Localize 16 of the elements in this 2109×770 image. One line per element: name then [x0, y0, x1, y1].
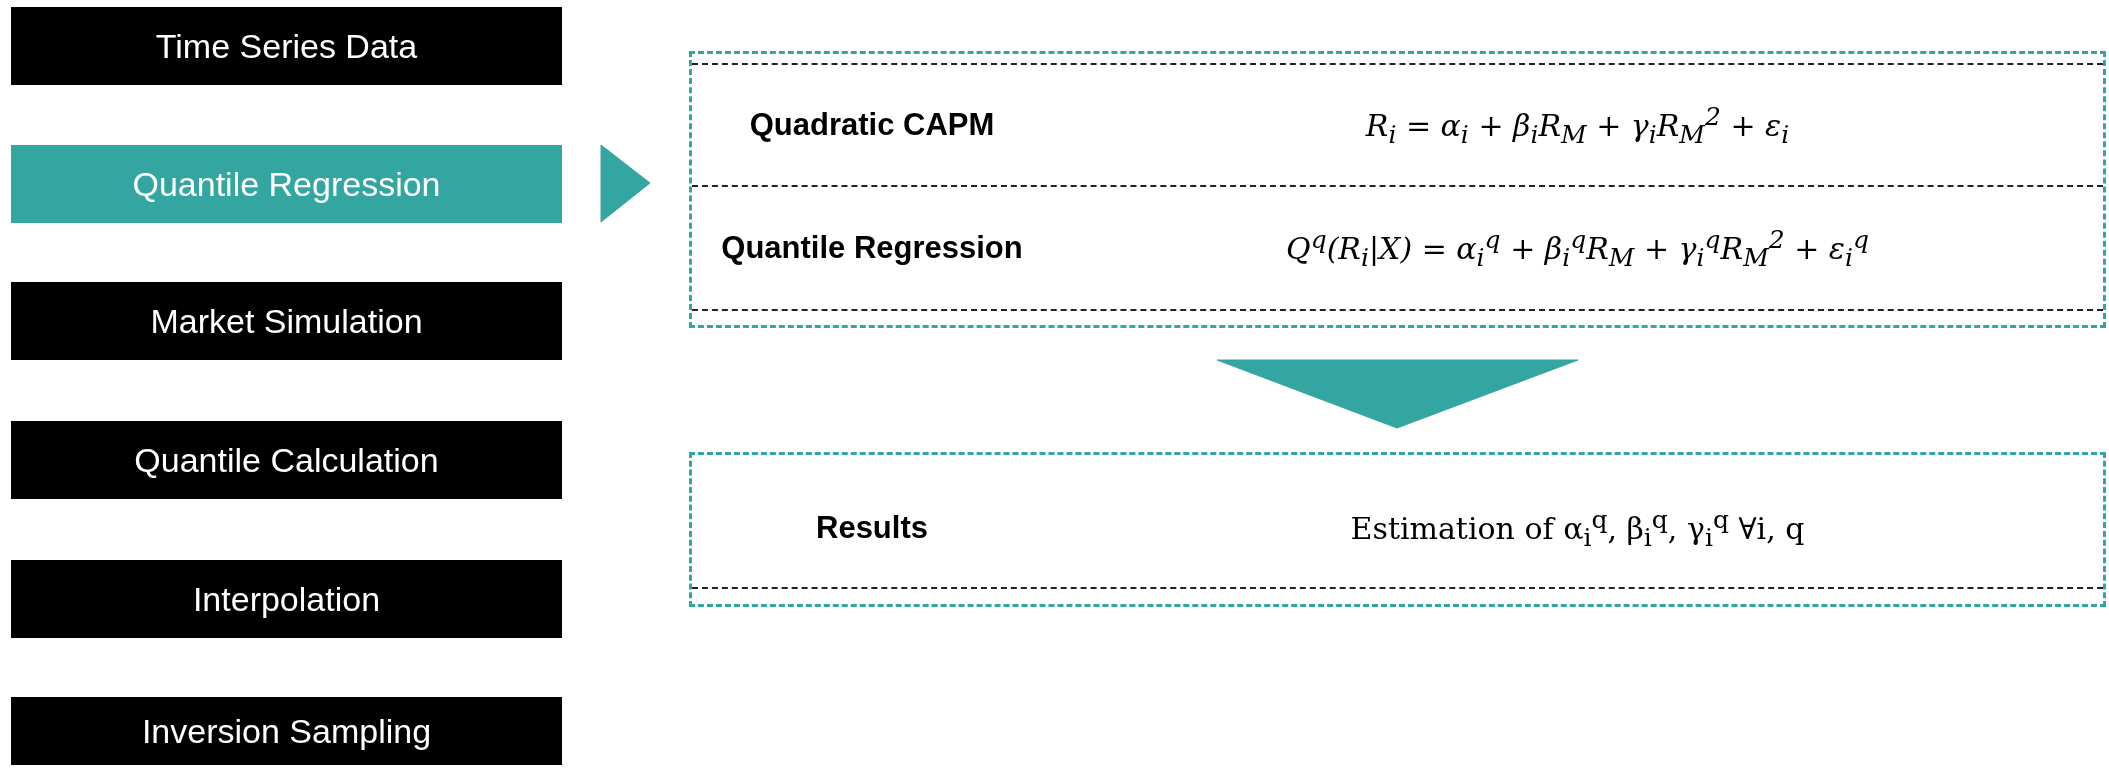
dashed-panel: [689, 51, 2106, 328]
step-box: Interpolation: [11, 560, 562, 638]
model-row: [692, 63, 2103, 187]
row-heading: Quadratic CAPM: [748, 107, 996, 143]
row-heading: Results: [815, 510, 929, 546]
row-heading: Quantile Regression: [720, 230, 1024, 266]
step-box: Inversion Sampling: [11, 697, 562, 765]
step-box: Quantile Calculation: [11, 421, 562, 499]
formula: R$_{i}$ = α$_{i}$ + β$_{i}$R$_{M}$ + γ$_{i}$R$_{M}$$^{2}$ + ε$_{i}$: [1364, 101, 1791, 149]
chevron-arrow: [1216, 359, 1579, 429]
formula: Estimation of α$_{i}$$^{q}$, β$_{i}$$^{q}$, γ$_{i}$$^{q}$ ∀i, q: [1349, 504, 1806, 552]
step-box: Market Simulation: [11, 282, 562, 360]
dashed-panel: [689, 452, 2106, 607]
chevron-arrow: [600, 144, 651, 223]
highlighted-step-box: Quantile Regression: [11, 145, 562, 223]
step-box: Time Series Data: [11, 7, 562, 85]
